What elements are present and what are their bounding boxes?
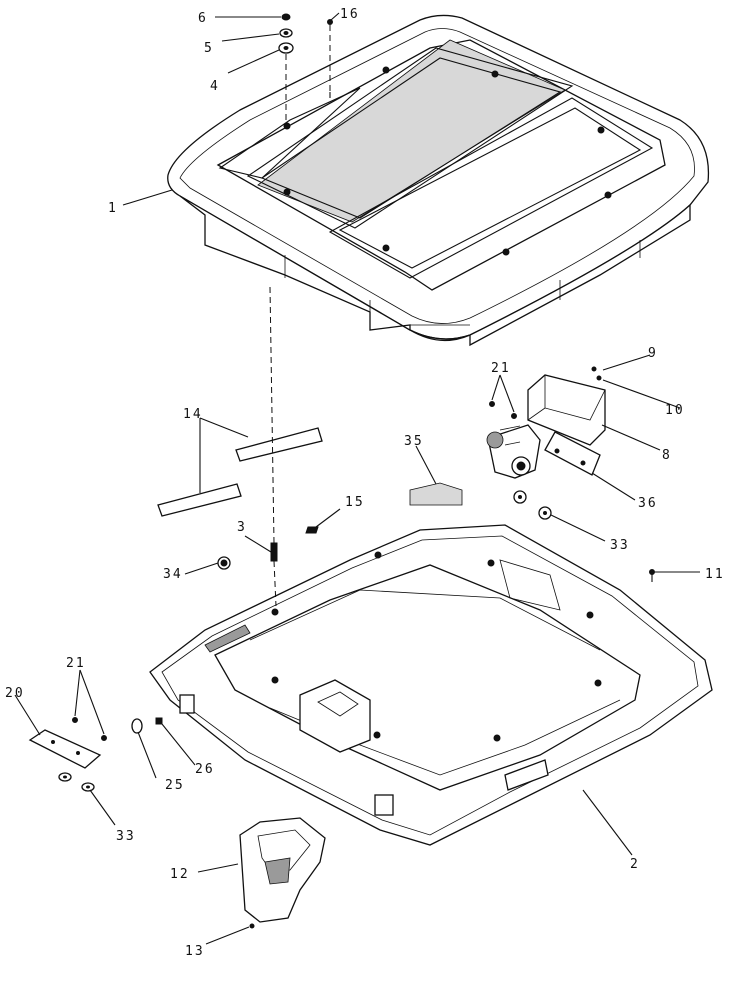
screws-21-upper — [489, 401, 517, 419]
nut-34 — [217, 556, 231, 570]
motor-assembly — [486, 424, 541, 479]
callout-20: 20 — [5, 686, 25, 701]
callout-5: 5 — [204, 41, 214, 56]
callout-16: 16 — [340, 7, 360, 22]
nut-26 — [155, 717, 163, 725]
roof-liner — [149, 524, 713, 846]
callout-6: 6 — [198, 11, 208, 26]
callout-15: 15 — [345, 495, 365, 510]
callout-1: 1 — [108, 201, 118, 216]
callout-26: 26 — [195, 762, 215, 777]
nut-and-washers — [278, 13, 294, 54]
callout-2: 2 — [630, 857, 640, 872]
washers-33-upper — [513, 490, 552, 520]
screws-9-10 — [591, 366, 602, 381]
screws-21-lower — [72, 717, 107, 741]
screw-16 — [327, 19, 333, 98]
duct-12 — [239, 817, 326, 923]
callout-labels: 6 5 4 16 1 14 3 15 34 35 21 9 10 8 36 33… — [5, 7, 725, 959]
washers-33-lower — [58, 772, 95, 792]
leader-lines — [14, 12, 700, 945]
roof-panel — [167, 14, 710, 347]
callout-36: 36 — [638, 496, 658, 511]
callout-9: 9 — [648, 346, 658, 361]
callout-14: 14 — [183, 407, 203, 422]
callout-3: 3 — [237, 520, 247, 535]
bracket-20 — [28, 729, 102, 769]
callout-4: 4 — [210, 79, 220, 94]
callout-34: 34 — [163, 567, 183, 582]
callout-33-upper: 33 — [610, 538, 630, 553]
callout-8: 8 — [662, 448, 672, 463]
callout-21-lower: 21 — [66, 656, 86, 671]
stud-3 — [270, 542, 278, 562]
foam-strips — [157, 427, 323, 517]
callout-35: 35 — [404, 434, 424, 449]
screw-13 — [249, 923, 255, 929]
callout-13: 13 — [185, 944, 205, 959]
grommet-25 — [131, 718, 143, 734]
cover-8 — [527, 374, 606, 446]
liner-studs — [271, 551, 602, 742]
bracket-36 — [544, 431, 601, 476]
callout-25: 25 — [165, 778, 185, 793]
callout-10: 10 — [665, 403, 685, 418]
mounting-holes — [283, 66, 612, 256]
callout-11: 11 — [705, 567, 725, 582]
screw-11 — [649, 569, 655, 582]
callout-12: 12 — [170, 867, 190, 882]
pad-35 — [409, 482, 463, 506]
clip-15 — [305, 526, 319, 534]
callout-21-upper: 21 — [491, 361, 511, 376]
callout-33-lower: 33 — [116, 829, 136, 844]
